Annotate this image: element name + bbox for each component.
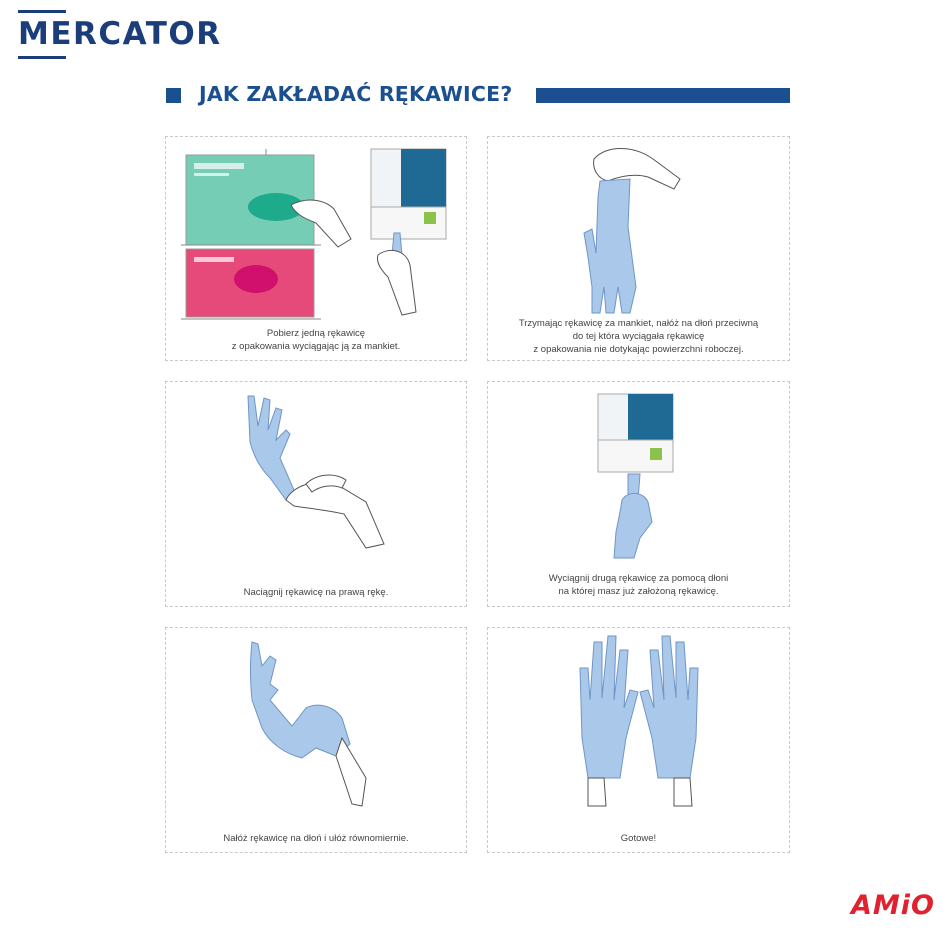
brand-rule-bottom	[18, 56, 66, 59]
step-5-caption: Nałóż rękawicę na dłoń i ułóż równomiern…	[223, 833, 409, 844]
step-6-caption: Gotowe!	[620, 833, 657, 844]
heading-square	[166, 88, 181, 103]
step-4-illustration	[597, 393, 674, 559]
step-panel-3: Naciągnij rękawicę na prawą rękę.	[165, 381, 467, 607]
heading-bar	[536, 88, 790, 103]
step-6-illustration	[579, 635, 699, 807]
step-1-illustration	[181, 148, 447, 320]
brand-name: MERCATOR	[18, 16, 222, 52]
step-panel-2: Trzymając rękawicę za mankiet, nałóż na …	[487, 136, 790, 361]
step-3-caption: Naciągnij rękawicę na prawą rękę.	[243, 587, 389, 598]
brand-rule-top	[18, 10, 66, 13]
step-panel-6: Gotowe!	[487, 627, 790, 853]
step-panel-5: Nałóż rękawicę na dłoń i ułóż równomiern…	[165, 627, 467, 853]
step-5-illustration	[250, 641, 367, 807]
section-heading: JAK ZAKŁADAĆ RĘKAWICE?	[166, 80, 790, 110]
step-2-caption: Trzymając rękawicę za mankiet, nałóż na …	[518, 318, 759, 355]
step-4-caption: Wyciągnij drugą rękawicę za pomocą dłoni…	[548, 573, 729, 597]
step-panel-1: Pobierz jedną rękawicę z opakowania wyci…	[165, 136, 467, 361]
step-3-illustration	[247, 395, 385, 549]
brand-logo: MERCATOR	[18, 10, 233, 59]
step-1-caption: Pobierz jedną rękawicę z opakowania wyci…	[231, 328, 401, 352]
step-2-illustration	[583, 148, 681, 314]
amio-logo: AMiO	[851, 890, 935, 921]
step-panel-4: Wyciągnij drugą rękawicę za pomocą dłoni…	[487, 381, 790, 607]
page-title: JAK ZAKŁADAĆ RĘKAWICE?	[199, 82, 513, 106]
